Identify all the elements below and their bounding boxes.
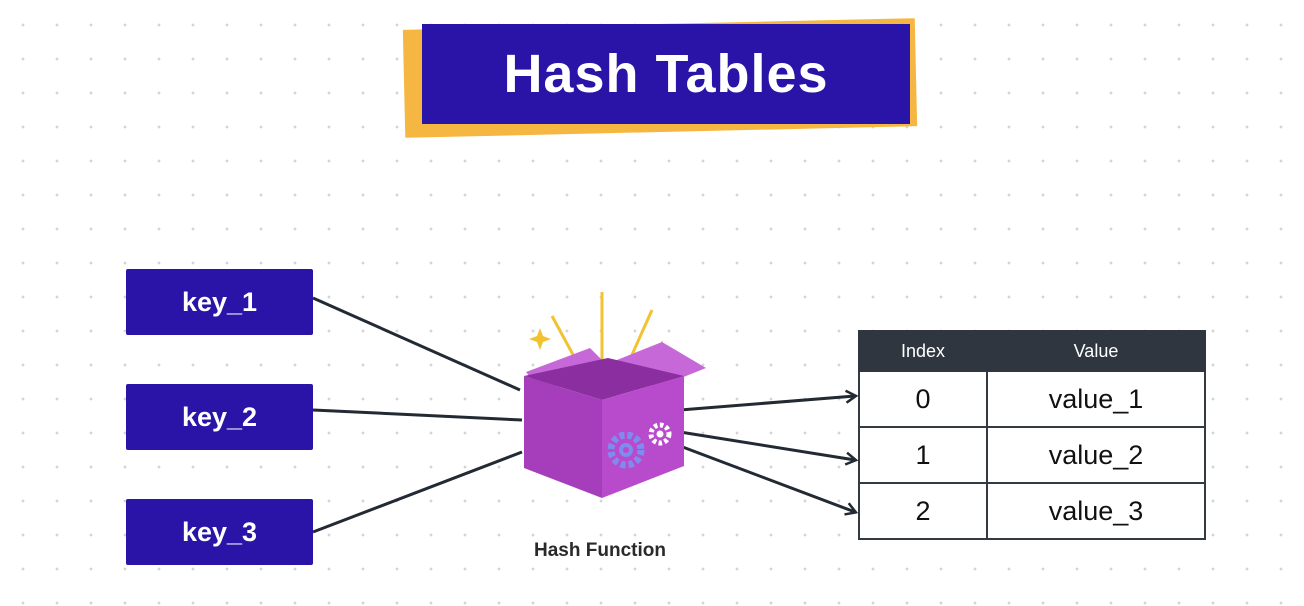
hash-function-label: Hash Function xyxy=(534,540,666,561)
key2-line xyxy=(312,408,523,422)
key-box-1: key_1 xyxy=(126,269,313,335)
key1-line xyxy=(312,296,521,392)
table-header-row: Index Value xyxy=(858,330,1206,372)
index-cell: 2 xyxy=(858,482,988,540)
column-header-index: Index xyxy=(858,330,988,372)
table-row: 2 value_3 xyxy=(858,482,1206,540)
arrow-to-index-0 xyxy=(679,396,855,412)
open-box-icon xyxy=(524,292,706,498)
value-cell: value_2 xyxy=(986,426,1206,484)
key3-line xyxy=(312,450,523,534)
value-cell: value_3 xyxy=(986,482,1206,540)
key-box-2: key_2 xyxy=(126,384,313,450)
arrow-to-index-1 xyxy=(679,430,855,460)
gear-icon xyxy=(607,431,645,469)
index-cell: 0 xyxy=(858,370,988,428)
index-cell: 1 xyxy=(858,426,988,484)
key-box-3: key_3 xyxy=(126,499,313,565)
title-banner: Hash Tables xyxy=(402,16,924,138)
value-cell: value_1 xyxy=(986,370,1206,428)
arrow-to-index-2 xyxy=(679,444,855,512)
page-title: Hash Tables xyxy=(422,24,910,124)
gear-icon-small xyxy=(648,422,672,446)
column-header-value: Value xyxy=(986,330,1206,372)
table-row: 0 value_1 xyxy=(858,370,1206,428)
table-row: 1 value_2 xyxy=(858,426,1206,484)
hash-table: Index Value 0 value_1 1 value_2 2 value_… xyxy=(858,330,1206,540)
